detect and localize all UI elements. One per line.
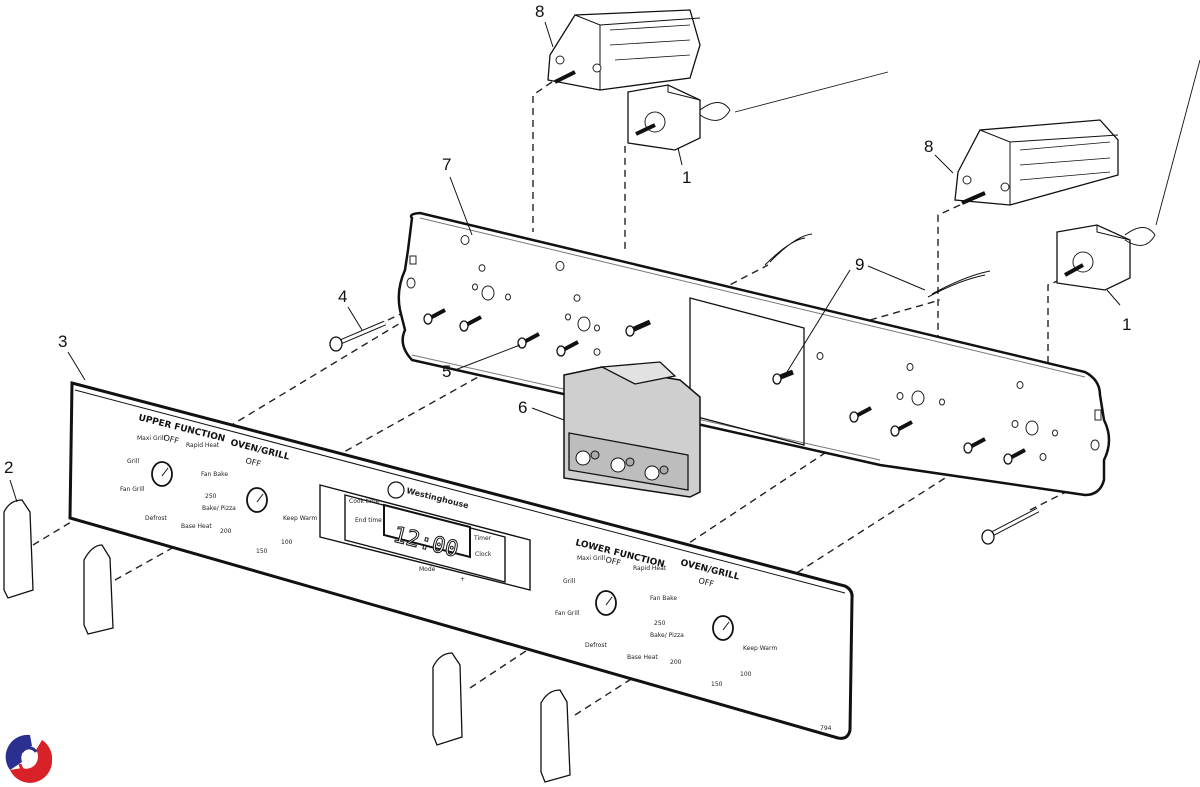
callout-9: 9	[855, 255, 864, 274]
lower-fan-grill: Fan Grill	[555, 610, 580, 617]
switch-screw[interactable]	[1003, 448, 1026, 465]
clock-timer-module[interactable]	[563, 361, 701, 498]
upper-maxi-grill: Maxi Grill	[137, 435, 165, 442]
callout-2: 2	[4, 458, 13, 477]
lower-function-dial[interactable]	[595, 590, 617, 616]
panel-screw-4[interactable]	[329, 320, 386, 352]
callout-3: 3	[58, 332, 67, 351]
thermostat-right[interactable]	[1056, 59, 1200, 291]
indicator-lamp-body[interactable]	[625, 319, 652, 337]
callout-8-top: 8	[535, 2, 544, 21]
knob[interactable]	[432, 652, 463, 746]
bracket-holes	[406, 235, 1102, 461]
callout-5: 5	[442, 362, 451, 381]
selector-switch-right[interactable]	[954, 119, 1119, 206]
clock-label: Clock	[475, 551, 492, 558]
upper-fan-grill: Fan Grill	[120, 486, 145, 493]
callouts: 8 1 8 1 7 9 4 5 6 3 2	[4, 2, 1131, 503]
switch-screw[interactable]	[963, 437, 986, 454]
module-buttons	[575, 450, 669, 481]
control-panel-bracket[interactable]	[397, 211, 1111, 497]
brand-logo-icon	[5, 734, 53, 783]
upper-grill: Grill	[127, 458, 139, 465]
lower-bake-pizza: Bake/ Pizza	[650, 632, 684, 639]
callout-1-right: 1	[1122, 315, 1131, 334]
upper-oven-dial[interactable]	[246, 487, 268, 513]
end-time-label: End time	[355, 517, 382, 524]
upper-150: 150	[256, 548, 268, 555]
switch-screw[interactable]	[849, 406, 872, 423]
switch-screw[interactable]	[423, 308, 446, 325]
panel-number: 794	[820, 725, 832, 732]
lower-defrost: Defrost	[585, 642, 608, 649]
selector-switch-top[interactable]	[547, 9, 701, 91]
lower-150: 150	[711, 681, 723, 688]
minus-button-label[interactable]: -	[386, 551, 388, 558]
knob[interactable]	[3, 499, 34, 599]
control-panel-fascia[interactable]	[68, 381, 854, 740]
lower-250: 250	[654, 620, 666, 627]
callout-7: 7	[442, 155, 451, 174]
lower-100: 100	[740, 671, 752, 678]
callout-8-right: 8	[924, 137, 933, 156]
lower-maxi-grill: Maxi Grill	[577, 555, 605, 562]
lower-200: 200	[670, 659, 682, 666]
callout-6: 6	[518, 398, 527, 417]
upper-100: 100	[281, 539, 293, 546]
lower-rapid-heat: Rapid Heat	[633, 565, 667, 572]
upper-function-dial[interactable]	[151, 461, 173, 487]
upper-oven-off: OFF	[245, 456, 263, 469]
timer-label: Timer	[473, 535, 492, 542]
upper-base-heat: Base Heat	[181, 523, 212, 530]
plus-button-label[interactable]: +	[460, 576, 465, 583]
knobs	[3, 499, 571, 783]
upper-250: 250	[205, 493, 217, 500]
thermostat-top[interactable]	[627, 71, 889, 151]
switch-screw[interactable]	[890, 420, 913, 437]
indicator-lamp[interactable]	[772, 369, 794, 385]
lower-oven-off: OFF	[698, 576, 716, 589]
switch-screw[interactable]	[459, 315, 482, 332]
lower-fan-bake: Fan Bake	[650, 595, 677, 602]
lower-oven-dial[interactable]	[712, 615, 734, 641]
upper-200: 200	[220, 528, 232, 535]
lower-function-off: OFF	[605, 555, 623, 568]
panel-screw-bottom[interactable]	[981, 507, 1040, 545]
upper-fan-bake: Fan Bake	[201, 471, 228, 478]
screws	[329, 233, 1040, 545]
upper-rapid-heat: Rapid Heat	[186, 442, 220, 449]
knob[interactable]	[83, 544, 114, 635]
switch-screw[interactable]	[556, 340, 579, 357]
upper-defrost: Defrost	[145, 515, 168, 522]
callout-4: 4	[338, 287, 347, 306]
module-mounting-plate	[689, 297, 805, 446]
callout-1-top: 1	[682, 168, 691, 187]
clock-display-window	[319, 484, 531, 591]
cook-time-label: Cook time	[349, 498, 380, 505]
mode-button-label[interactable]: Mode	[419, 566, 436, 573]
upper-function-off: OFF	[163, 433, 181, 446]
lower-keep-warm: Keep Warm	[743, 645, 777, 652]
upper-keep-warm: Keep Warm	[283, 515, 317, 522]
lower-base-heat: Base Heat	[627, 654, 658, 661]
lower-grill: Grill	[563, 578, 575, 585]
upper-bake-pizza: Bake/ Pizza	[202, 505, 236, 512]
knob[interactable]	[540, 689, 571, 783]
westinghouse-logo-icon	[387, 481, 405, 499]
